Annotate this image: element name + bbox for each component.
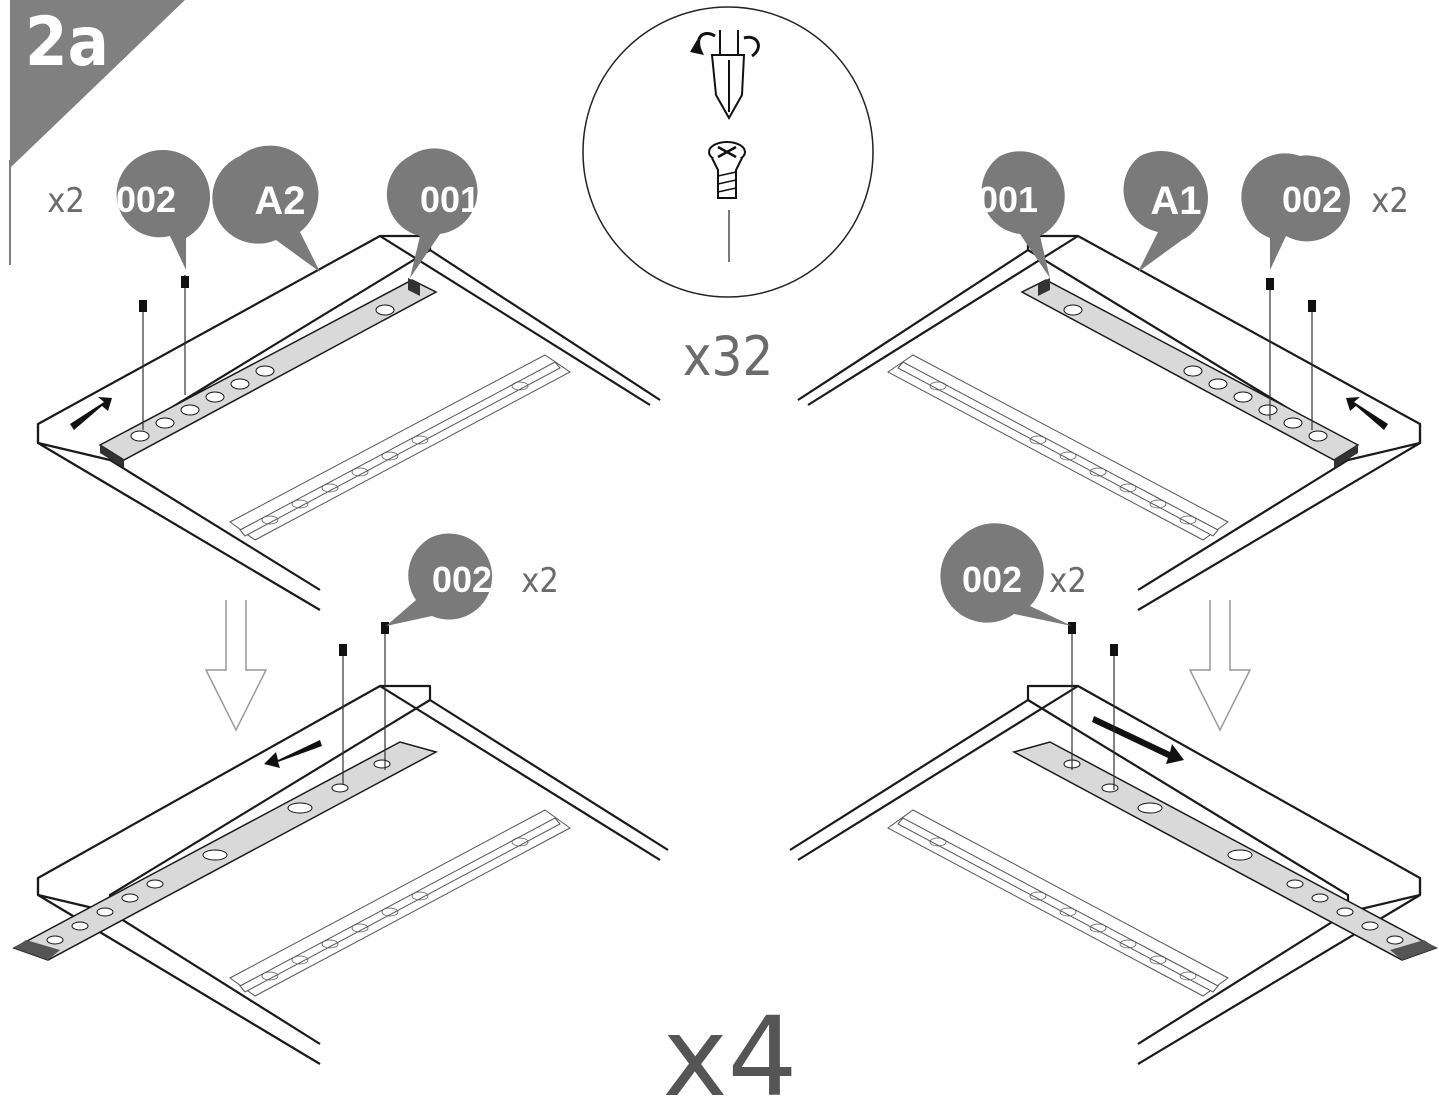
- qty-bottom-left: x2: [521, 561, 559, 601]
- qty-top-right: x2: [1371, 181, 1409, 221]
- panel-bottom-right: [789, 622, 1438, 1065]
- repeat-quantity: x4: [662, 993, 797, 1106]
- step-number: 2a: [25, 3, 109, 82]
- qty-top-left: x2: [47, 181, 85, 221]
- panel-bottom-left: [12, 622, 669, 1065]
- screw-icon: [1266, 278, 1316, 430]
- screw-icon: [1068, 622, 1118, 790]
- panel-top-right: [797, 234, 1422, 611]
- svg-text:002: 002: [962, 559, 1022, 600]
- callout-002-top-left: 002: [116, 149, 211, 270]
- svg-text:A1: A1: [1150, 179, 1201, 223]
- arrow-pull-bottom-right: [1092, 716, 1184, 764]
- panel-top-left-face: [36, 234, 432, 462]
- svg-text:001: 001: [978, 179, 1038, 220]
- svg-text:002: 002: [432, 559, 492, 600]
- step-badge: 2a: [0, 0, 185, 265]
- screw-icon: [139, 275, 189, 430]
- svg-text:001: 001: [420, 179, 480, 220]
- arrow-down-left-icon: [204, 600, 268, 732]
- qty-bottom-right: x2: [1049, 561, 1087, 601]
- callout-002-top-right: 002: [1241, 153, 1350, 270]
- callout-002-bottom-left: 002: [386, 533, 493, 626]
- callout-001-top-right: 001: [978, 151, 1065, 278]
- phillips-screwdriver-icon: [690, 30, 760, 121]
- callout-002-bottom-right: 002: [940, 523, 1072, 626]
- screw-icon: [339, 622, 389, 785]
- arrow-push-top-left: [70, 397, 112, 430]
- callout-001-top-left: 001: [386, 148, 480, 278]
- countersunk-screw-icon: [708, 141, 746, 199]
- panel-bottom-left-face: [36, 684, 432, 914]
- tool-detail: x32: [582, 6, 874, 388]
- step-badge-corner: [0, 0, 185, 168]
- rail-bottom-right: [1011, 741, 1438, 961]
- arrow-push-top-right: [1346, 397, 1388, 430]
- rail-outline-top-right: [887, 354, 1229, 541]
- svg-text:A2: A2: [254, 179, 305, 223]
- rail-outline-top-left: [229, 354, 571, 541]
- tool-quantity: x32: [683, 325, 774, 388]
- panel-top-right-face: [1026, 234, 1422, 462]
- callout-a2: A2: [212, 145, 320, 272]
- panel-top-left: [36, 234, 661, 611]
- arrow-pull-bottom-left: [264, 740, 322, 768]
- svg-text:002: 002: [116, 179, 176, 220]
- panel-bottom-right-face: [1026, 684, 1422, 914]
- rail-outline-bottom-left: [229, 809, 571, 997]
- rail-outline-bottom-right: [887, 809, 1229, 997]
- callout-a1: A1: [1123, 151, 1208, 272]
- arrow-down-right-icon: [1188, 600, 1252, 732]
- svg-text:002: 002: [1282, 179, 1342, 220]
